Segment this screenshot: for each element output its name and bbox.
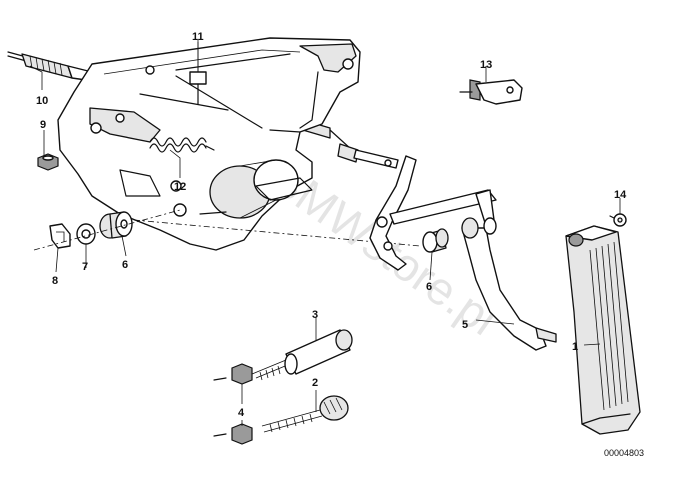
callout-9: 9 [40,119,46,131]
bolt-11 [139,40,229,111]
adjusting-screw-3 [213,329,353,385]
callout-1: 1 [572,341,578,353]
leader-lines [29,42,621,426]
callout-12: 12 [174,181,186,193]
callout-4: 4 [238,407,245,419]
callout-14: 14 [614,189,627,201]
callout-labels: 10 9 11 12 13 14 8 7 6 6 5 1 3 2 4 [36,31,627,419]
callout-2: 2 [312,377,318,389]
callout-8: 8 [52,275,58,287]
nut-9 [37,153,59,171]
pedal-lever [369,155,557,351]
bushing-6-left [99,211,133,239]
adjusting-screw-2 [213,395,349,445]
callout-11: 11 [192,31,204,43]
callout-13: 13 [480,59,492,71]
callout-7: 7 [82,261,88,273]
stop-bracket-13 [459,79,523,105]
clip-8 [49,223,71,249]
callout-6-right: 6 [426,281,432,293]
return-spring [149,137,215,153]
bushing-6-right [422,228,449,253]
accelerator-pedal [565,225,641,435]
callout-6-left: 6 [122,259,128,271]
callout-10: 10 [36,95,48,107]
clip-14 [609,213,627,227]
pedal-bracket [57,37,361,251]
callout-5: 5 [462,319,468,331]
washer-7 [76,223,96,245]
diagram-reference-number: 00004803 [604,448,644,458]
callout-3: 3 [312,309,318,321]
